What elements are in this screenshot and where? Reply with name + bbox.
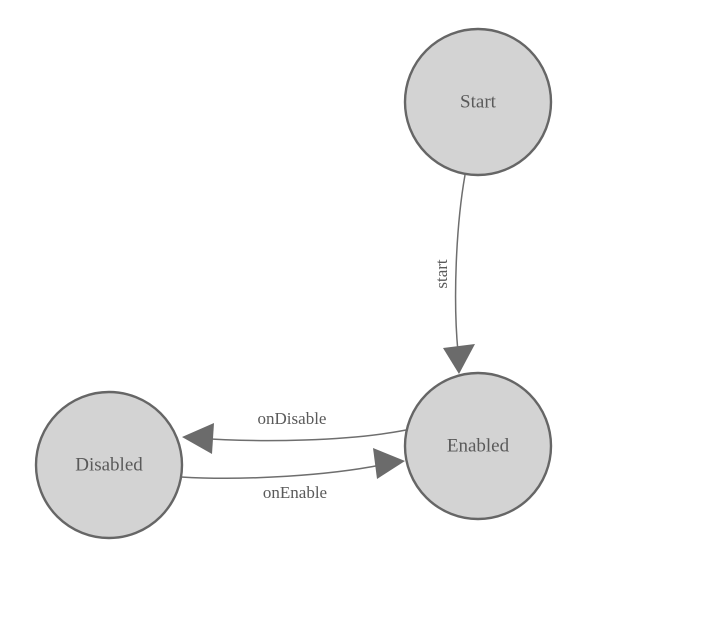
edge-label-start: start [432,259,451,289]
edge-start-to-enabled-arrowhead [443,344,475,374]
state-node-start-label: Start [460,91,497,112]
edge-enabled-to-disabled-path [195,429,407,442]
edge-start-to-enabled-path [454,174,466,353]
state-node-disabled-label: Disabled [75,454,143,475]
edge-enabled-to-disabled: onDisable [182,409,407,454]
edge-start-to-enabled: start [432,174,475,374]
edge-label-ondisable: onDisable [258,409,327,428]
edge-disabled-to-enabled: onEnable [180,448,405,502]
state-node-disabled[interactable]: Disabled [34,390,184,540]
state-node-start-circle[interactable] [403,27,553,177]
state-node-disabled-circle[interactable] [34,390,184,540]
state-node-enabled[interactable]: Enabled [403,371,553,521]
state-node-enabled-label: Enabled [447,435,510,456]
edge-disabled-to-enabled-arrowhead [373,448,405,479]
state-node-enabled-circle[interactable] [403,371,553,521]
edge-disabled-to-enabled-path [180,464,382,479]
edge-enabled-to-disabled-arrowhead [182,423,214,454]
state-node-start[interactable]: Start [403,27,553,177]
edge-label-onenable: onEnable [263,483,327,502]
